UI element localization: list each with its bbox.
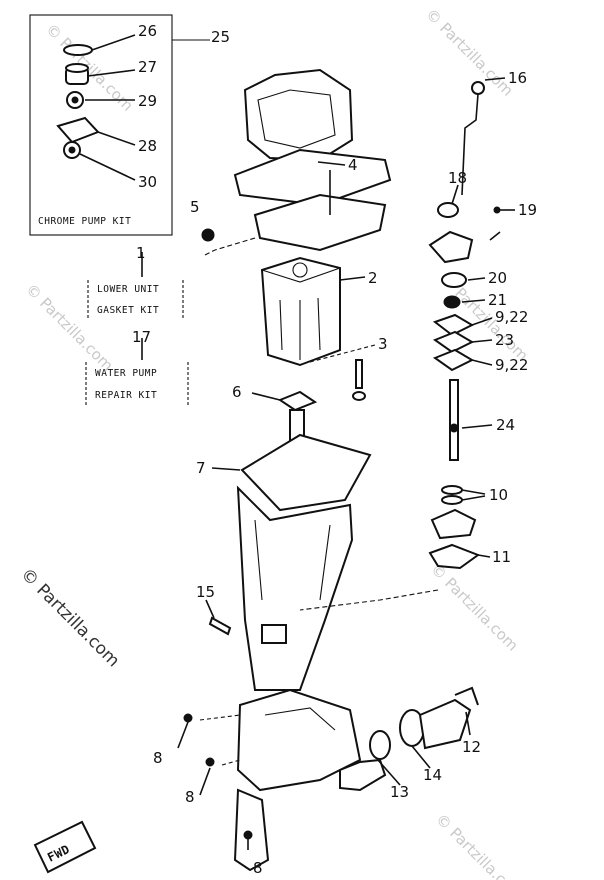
water-pump-label-line1: WATER PUMP	[95, 368, 157, 379]
callout-29: 29	[138, 92, 157, 110]
part-5-plug	[201, 228, 215, 242]
callout-8: 8	[185, 788, 195, 806]
part-8-screw	[205, 757, 215, 767]
callout-5: 5	[190, 198, 200, 216]
watermark: © Partzilla.com	[427, 560, 522, 655]
part-6-gasket	[277, 390, 318, 412]
callout-30: 30	[138, 173, 157, 191]
callout-25: 25	[211, 28, 230, 46]
callout-27: 27	[138, 58, 157, 76]
propeller-parts	[339, 686, 479, 792]
callout-14: 14	[423, 766, 442, 784]
callout-21: 21	[488, 291, 507, 309]
chrome-pump-kit-box: CHROME PUMP KIT	[29, 14, 210, 236]
lower-unit-label-line2: GASKET KIT	[97, 305, 159, 316]
watermark: © Partzilla.com	[432, 810, 527, 880]
callout-3: 3	[378, 335, 388, 353]
callout-8: 8	[153, 749, 163, 767]
callout-28: 28	[138, 137, 157, 155]
fwd-direction-tag: FWD	[33, 820, 97, 874]
watermark: © Partzilla.com	[16, 564, 123, 671]
callout-13: 13	[390, 783, 409, 801]
callout-19: 19	[518, 201, 537, 219]
callout-2: 2	[368, 269, 378, 287]
chrome-pump-kit-label: CHROME PUMP KIT	[38, 216, 131, 227]
lower-unit-label-line1: LOWER UNIT	[97, 284, 159, 295]
callout-11: 11	[492, 548, 511, 566]
lower-unit-gasket-kit: LOWER UNIT GASKET KIT	[87, 252, 184, 318]
drive-shaft-housing	[236, 409, 372, 691]
part-2-housing	[260, 256, 341, 367]
callout-20: 20	[488, 269, 507, 287]
part-3-bolt	[352, 359, 366, 401]
water-tube	[461, 81, 485, 196]
exhaust-guide-assembly	[204, 68, 392, 256]
callout-4: 4	[348, 156, 358, 174]
callout-24: 24	[496, 416, 515, 434]
callout-17: 17	[132, 328, 151, 346]
part-8-screw	[183, 713, 193, 723]
callout-7: 7	[196, 459, 206, 477]
part-15-bolt	[208, 616, 232, 636]
callout-8: 8	[253, 859, 263, 877]
water-pump-repair-kit: WATER PUMP REPAIR KIT	[85, 338, 189, 405]
callout-9-22: 9,22	[495, 356, 528, 374]
watermark: © Partzilla.com	[422, 5, 517, 100]
callout-10: 10	[489, 486, 508, 504]
callout-26: 26	[138, 22, 157, 40]
callout-6: 6	[232, 383, 242, 401]
callout-23: 23	[495, 331, 514, 349]
callout-1: 1	[136, 244, 146, 262]
callout-18: 18	[448, 169, 467, 187]
callout-numbers: 26 25 27 29 28 30 1 17 4 5 2 3 6 7 15 8 …	[132, 22, 537, 877]
water-pump-label-line2: REPAIR KIT	[95, 390, 157, 401]
callout-16: 16	[508, 69, 527, 87]
callout-15: 15	[196, 583, 215, 601]
water-pump-stack	[299, 202, 501, 611]
callout-12: 12	[462, 738, 481, 756]
callout-9-22: 9,22	[495, 308, 528, 326]
leader-lines	[177, 77, 515, 850]
lower-unit-gearcase	[233, 688, 362, 872]
